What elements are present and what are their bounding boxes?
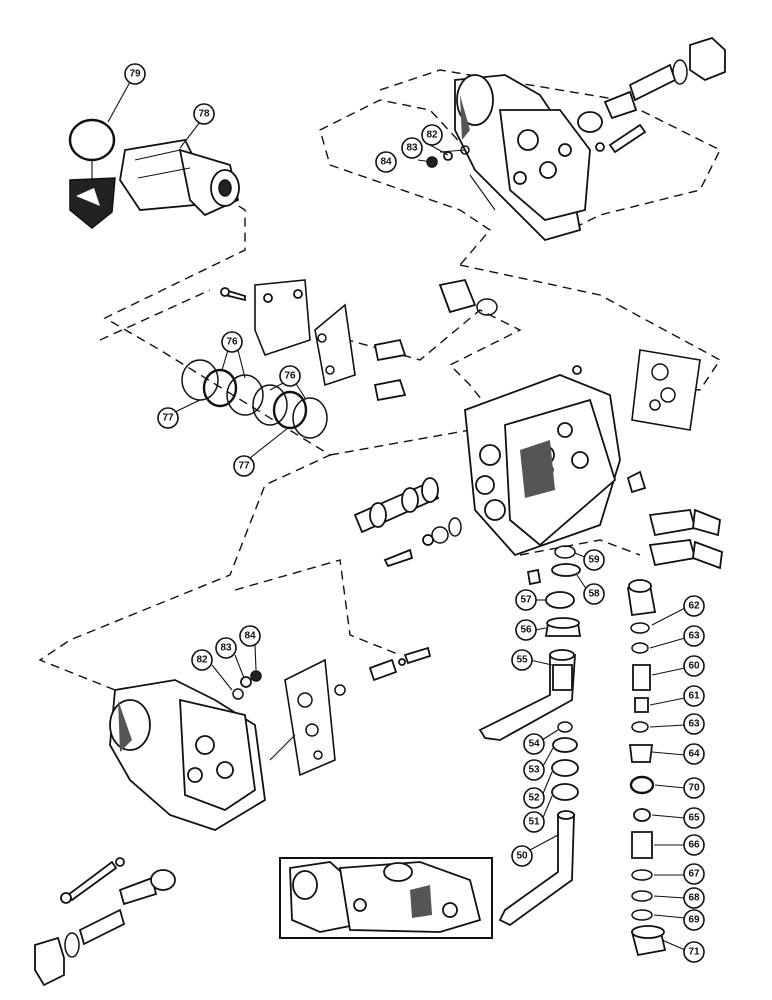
callout-77-right: 77 <box>233 455 255 477</box>
callout-53: 53 <box>523 759 545 781</box>
callout-58: 58 <box>583 583 605 605</box>
part-main-valve-body <box>464 365 621 557</box>
svg-text:52: 52 <box>528 793 540 804</box>
svg-text:84: 84 <box>380 157 392 168</box>
svg-text:54: 54 <box>528 739 540 750</box>
svg-text:63: 63 <box>688 719 700 730</box>
part-lower-gasket <box>284 658 336 777</box>
callout-76-right: 76 <box>279 365 301 387</box>
svg-text:62: 62 <box>688 601 700 612</box>
leader-lines <box>107 81 686 951</box>
callout-71: 71 <box>683 941 705 963</box>
part-gasket-right <box>631 349 701 431</box>
callout-79: 79 <box>124 63 146 85</box>
callout-83-upper: 83 <box>401 137 423 159</box>
part-dust-cap <box>69 160 116 229</box>
part-small-block <box>626 470 647 494</box>
svg-text:66: 66 <box>688 840 700 851</box>
callout-60: 60 <box>683 655 705 677</box>
callout-56: 56 <box>515 619 537 641</box>
svg-text:77: 77 <box>238 461 250 472</box>
callout-57: 57 <box>515 589 537 611</box>
svg-text:78: 78 <box>198 109 210 120</box>
callout-63-upper: 63 <box>683 625 705 647</box>
svg-text:55: 55 <box>516 655 528 666</box>
svg-text:77: 77 <box>162 413 174 424</box>
part-quick-coupler-78 <box>119 139 240 217</box>
part-lower-pins <box>269 646 432 761</box>
svg-text:70: 70 <box>688 783 700 794</box>
svg-text:83: 83 <box>406 143 418 154</box>
callout-65: 65 <box>683 807 705 829</box>
callout-84-upper: 84 <box>375 151 397 173</box>
callout-78: 78 <box>193 103 215 125</box>
svg-text:57: 57 <box>520 595 532 606</box>
svg-text:83: 83 <box>220 643 232 654</box>
callout-76-left: 76 <box>221 331 243 353</box>
callout-52: 52 <box>523 787 545 809</box>
inset-assembled-view <box>279 857 493 939</box>
svg-text:58: 58 <box>588 589 600 600</box>
svg-text:53: 53 <box>528 765 540 776</box>
part-stack-51-54 <box>551 721 579 801</box>
svg-text:64: 64 <box>688 749 700 760</box>
callout-83-lower: 83 <box>215 637 237 659</box>
svg-text:51: 51 <box>528 817 540 828</box>
svg-text:82: 82 <box>196 655 208 666</box>
part-lower-valve-body <box>109 679 266 831</box>
callout-63-lower: 63 <box>683 713 705 735</box>
callout-64: 64 <box>683 743 705 765</box>
part-stack-60-71 <box>626 579 667 957</box>
svg-text:69: 69 <box>688 915 700 926</box>
part-cover-plate <box>220 279 311 356</box>
callout-84-lower: 84 <box>239 625 261 647</box>
svg-text:84: 84 <box>244 631 256 642</box>
svg-text:76: 76 <box>226 337 238 348</box>
svg-text:60: 60 <box>688 661 700 672</box>
svg-text:82: 82 <box>426 130 438 141</box>
callout-62: 62 <box>683 595 705 617</box>
callout-61: 61 <box>683 685 705 707</box>
part-levers-small <box>373 338 407 402</box>
part-spool <box>353 477 462 568</box>
svg-text:63: 63 <box>688 631 700 642</box>
part-cap-plug <box>438 278 498 316</box>
part-upper-seals-82-83-84 <box>426 145 496 211</box>
callout-59: 59 <box>583 549 605 571</box>
svg-text:59: 59 <box>588 555 600 566</box>
part-right-plungers <box>648 508 723 570</box>
callout-68: 68 <box>683 887 705 909</box>
callout-77-left: 77 <box>157 407 179 429</box>
callout-70: 70 <box>683 777 705 799</box>
part-lower-seals-82-83-84 <box>232 670 262 700</box>
svg-text:79: 79 <box>129 69 141 80</box>
part-o-rings-76-77 <box>181 359 328 439</box>
part-upper-valve-body <box>454 74 591 242</box>
callout-55: 55 <box>511 649 533 671</box>
callout-69: 69 <box>683 909 705 931</box>
svg-text:68: 68 <box>688 893 700 904</box>
callout-82-upper: 82 <box>421 124 443 146</box>
part-gasket-middle <box>314 303 356 387</box>
svg-text:56: 56 <box>520 625 532 636</box>
callout-54: 54 <box>523 733 545 755</box>
svg-text:65: 65 <box>688 813 700 824</box>
callout-51: 51 <box>523 811 545 833</box>
svg-text:67: 67 <box>688 869 700 880</box>
part-lower-bolt-plug-spring <box>34 857 176 987</box>
svg-text:50: 50 <box>516 851 528 862</box>
svg-text:61: 61 <box>688 691 700 702</box>
part-o-ring-79 <box>68 118 116 162</box>
svg-text:76: 76 <box>284 371 296 382</box>
part-stack-56-59 <box>526 545 582 637</box>
part-upper-plug-spring <box>577 36 726 154</box>
callout-50: 50 <box>511 845 533 867</box>
callout-66: 66 <box>683 834 705 856</box>
part-lever-50 <box>498 810 575 927</box>
part-lever-55 <box>478 649 576 741</box>
callout-82-lower: 82 <box>191 649 213 671</box>
svg-text:71: 71 <box>688 947 700 958</box>
callout-67: 67 <box>683 863 705 885</box>
